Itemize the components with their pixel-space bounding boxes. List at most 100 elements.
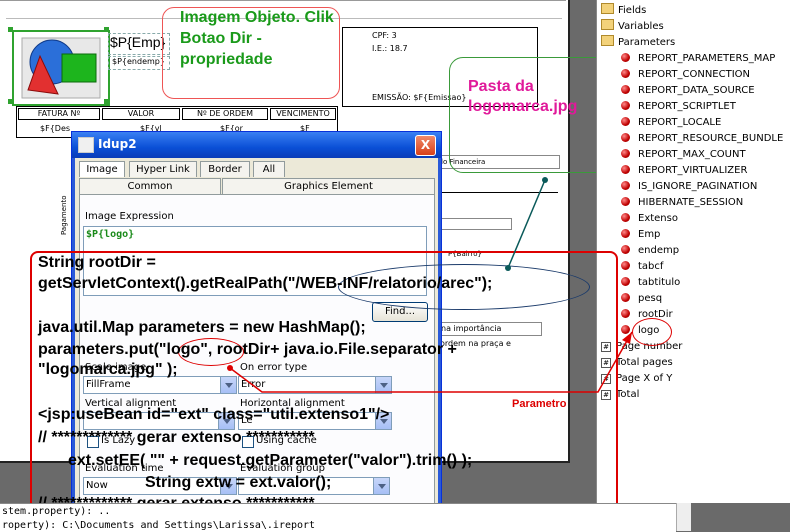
is-lazy-checkbox[interactable] [87, 436, 99, 448]
tab-graphics-element[interactable]: Graphics Element [222, 178, 435, 194]
param-highlight-ellipse [632, 318, 672, 346]
tree-param-item[interactable]: Emp [621, 227, 660, 242]
variable-icon: # [601, 390, 611, 400]
code-line: ext.setEE( "" + request.getParameter("va… [68, 452, 473, 469]
tab-all[interactable]: All [253, 161, 285, 177]
tree-item-label: REPORT_SCRIPTLET [638, 101, 736, 112]
parameter-icon [621, 85, 630, 94]
dialog-titlebar[interactable]: Idup2 X [72, 132, 441, 158]
parameter-icon [621, 229, 630, 238]
chevron-down-icon [375, 377, 391, 393]
code-line: String rootDir = [38, 254, 156, 271]
evaluation-group-select[interactable] [238, 477, 390, 495]
tree-param-item[interactable]: REPORT_PARAMETERS_MAP [621, 51, 775, 66]
tree-param-item[interactable]: REPORT_RESOURCE_BUNDLE [621, 131, 783, 146]
evaluation-time-select[interactable]: Now [83, 477, 237, 495]
folder-icon [601, 35, 614, 46]
parameter-icon [621, 309, 630, 318]
tree-param-item[interactable]: tabcf [621, 259, 663, 274]
tree-folder-variables[interactable]: Variables [601, 19, 664, 34]
cpf-field[interactable]: CPF: 3 [372, 31, 397, 40]
row-field[interactable]: $F{vl [140, 124, 162, 133]
parameter-icon [621, 325, 630, 334]
report-field[interactable]: P{Bairro} [448, 250, 482, 258]
emissao-field[interactable]: EMISSÃO: $F{Emissao} [372, 93, 467, 102]
chevron-down-icon [218, 413, 234, 429]
tree-param-item[interactable]: Extenso [621, 211, 678, 226]
table-header: FATURA Nº [18, 108, 100, 120]
console-scrollbar[interactable] [676, 503, 691, 531]
tab-hyper-link[interactable]: Hyper Link [129, 161, 197, 177]
code-line: parameters.put("logo", rootDir+ java.io.… [38, 341, 457, 358]
row-field[interactable]: $F [300, 124, 310, 133]
report-field[interactable]: ordem na praça e [440, 339, 511, 348]
tree-param-item[interactable]: endemp [621, 243, 679, 258]
logo-placeholder-icon [21, 37, 101, 99]
selection-handle[interactable] [104, 99, 109, 104]
image-expression-input[interactable]: $P{logo} [83, 226, 427, 296]
tree-item-label: tabtitulo [638, 277, 681, 288]
band-line [0, 0, 566, 1]
arrow-head [622, 332, 632, 344]
tree-param-item[interactable]: REPORT_MAX_COUNT [621, 147, 746, 162]
chevron-down-icon [373, 478, 389, 494]
row-field[interactable]: $F{or [220, 124, 243, 133]
tree-item-label: Page number [616, 341, 683, 352]
tab-border[interactable]: Border [200, 161, 250, 177]
table-header: Nº DE ORDEM [182, 108, 268, 120]
image-element[interactable] [12, 30, 110, 106]
tree-param-item[interactable]: pesq [621, 291, 662, 306]
folder-icon [601, 3, 614, 14]
tree-param-item[interactable]: REPORT_SCRIPTLET [621, 99, 736, 114]
tree-folder-fields[interactable]: Fields [601, 3, 646, 18]
ie-field[interactable]: I.E.: 18.7 [372, 44, 408, 53]
tree-param-item[interactable]: rootDir [621, 307, 673, 322]
row-field[interactable]: $F{Des [40, 124, 71, 133]
tree-item-label: REPORT_RESOURCE_BUNDLE [638, 133, 784, 144]
tree-item-label: Emp [638, 229, 661, 240]
parameter-icon [621, 165, 630, 174]
tree-variable-item[interactable]: #Total [601, 387, 639, 402]
code-line: // ************* gerar extenso *********… [38, 429, 315, 446]
scale-image-select[interactable]: FillFrame [83, 376, 237, 394]
tree-param-item[interactable]: HIBERNATE_SESSION [621, 195, 743, 210]
on-error-select[interactable]: Error [238, 376, 392, 394]
code-line: java.util.Map parameters = new HashMap()… [38, 319, 366, 336]
tree-item-label: tabcf [638, 261, 664, 272]
image-properties-dialog[interactable]: Idup2 X Image Hyper Link Border All Comm… [71, 131, 442, 511]
console-output[interactable]: stem.property): .. roperty): C:\Document… [0, 503, 676, 532]
selection-handle[interactable] [8, 99, 13, 104]
library-tree-panel[interactable]: Fields Variables Parameters REPORT_PARAM… [596, 0, 790, 503]
tab-common[interactable]: Common [79, 178, 221, 194]
cpf-box [342, 27, 538, 107]
tree-item-label: REPORT_CONNECTION [638, 69, 751, 80]
scale-image-label: Scale image [85, 362, 147, 373]
horizontal-alignment-label: Horizontal alignment [240, 398, 345, 409]
parameter-icon [621, 277, 630, 286]
tree-folder-parameters[interactable]: Parameters [601, 35, 675, 50]
close-button[interactable]: X [415, 135, 436, 156]
console-line: stem.property): .. [2, 506, 111, 517]
parametro-label: Parametro [512, 398, 567, 410]
table-header: VENCIMENTO [270, 108, 336, 120]
tree-param-item[interactable]: REPORT_VIRTUALIZER [621, 163, 747, 178]
parameter-icon [621, 117, 630, 126]
tree-param-item[interactable]: REPORT_CONNECTION [621, 67, 750, 82]
tree-item-label: Page X of Y [616, 373, 673, 384]
tree-variable-item[interactable]: #Total pages [601, 355, 673, 370]
tree-item-label: HIBERNATE_SESSION [638, 197, 744, 208]
tree-param-item[interactable]: REPORT_DATA_SOURCE [621, 83, 755, 98]
emp-field[interactable]: $P{Emp} [110, 34, 166, 50]
tree-variable-item[interactable]: #Page number [601, 339, 682, 354]
horizontal-alignment-select[interactable]: Le [238, 412, 392, 430]
tree-param-item[interactable]: tabtitulo [621, 275, 680, 290]
selection-handle[interactable] [104, 27, 109, 32]
using-cache-checkbox[interactable] [242, 436, 254, 448]
chevron-down-icon [220, 377, 236, 393]
selection-handle[interactable] [8, 27, 13, 32]
vertical-alignment-select[interactable] [83, 412, 235, 430]
tree-param-item[interactable]: REPORT_LOCALE [621, 115, 721, 130]
tree-param-item[interactable]: IS_IGNORE_PAGINATION [621, 179, 757, 194]
endemp-field[interactable]: $P{endemp} [112, 57, 165, 66]
tab-image[interactable]: Image [79, 161, 125, 177]
